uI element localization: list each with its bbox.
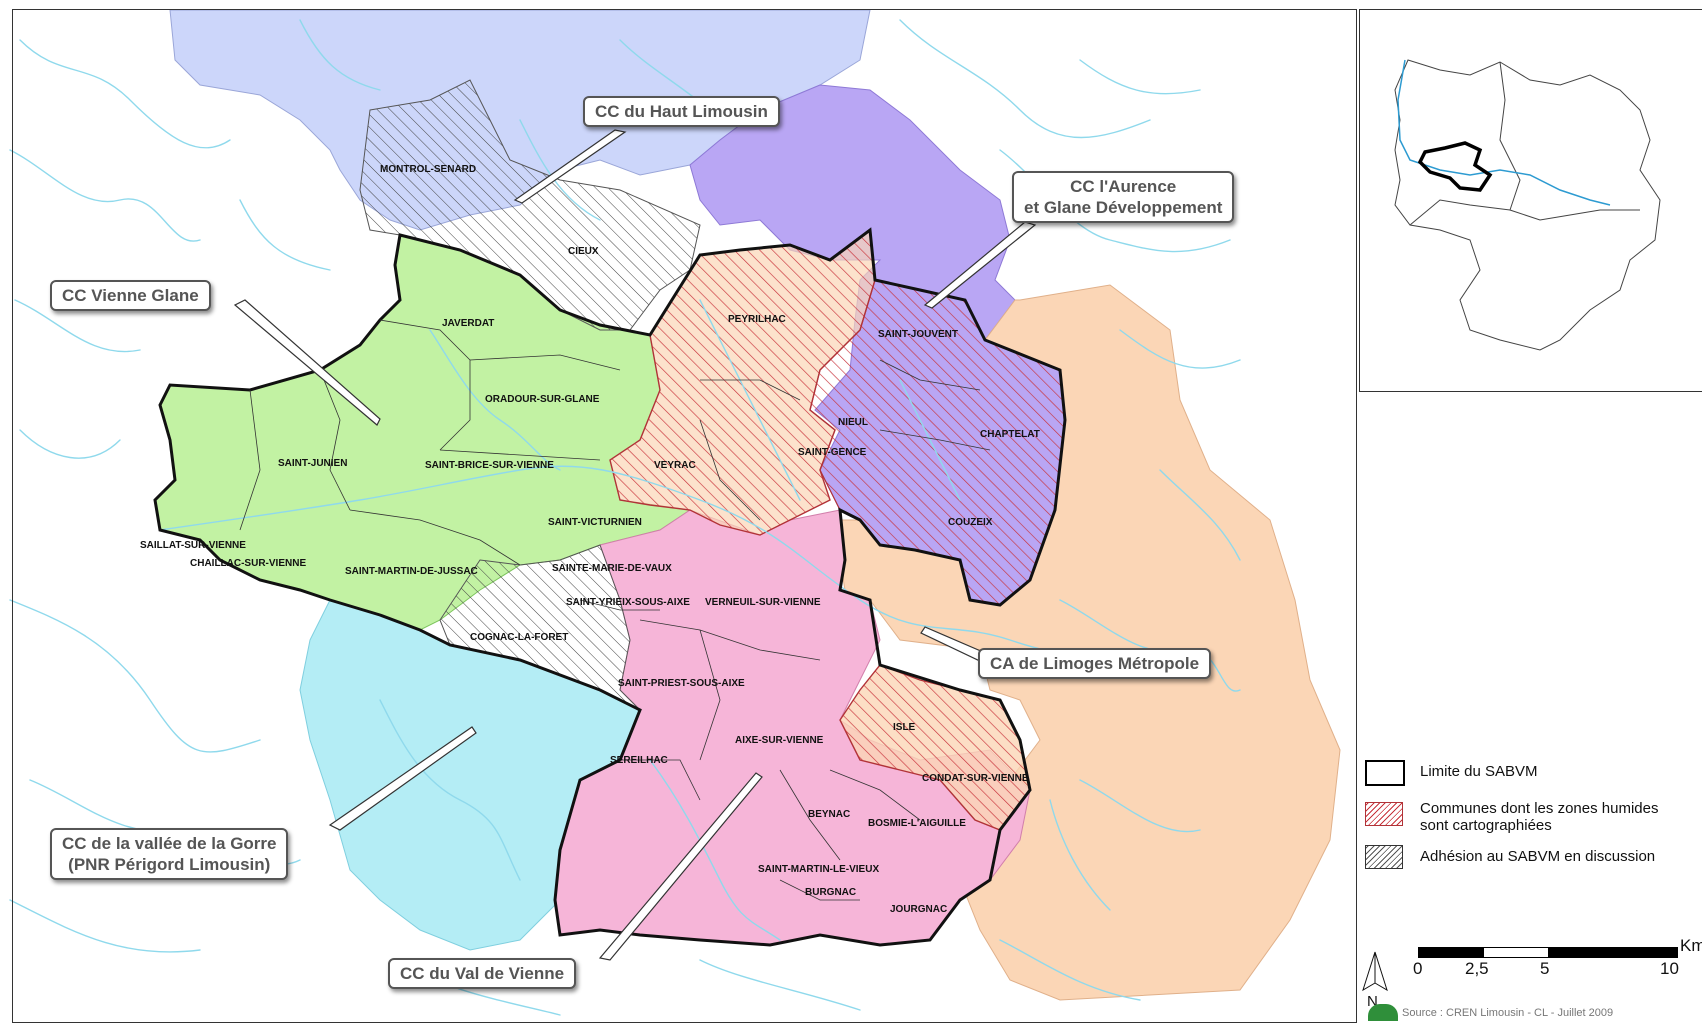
commune-label: CHAILLAC-SUR-VIENNE bbox=[190, 558, 306, 569]
commune-label: SAINT-MARTIN-LE-VIEUX bbox=[758, 864, 879, 875]
commune-label: SAINT-YRIEIX-SOUS-AIXE bbox=[566, 597, 690, 608]
commune-label: BOSMIE-L'AIGUILLE bbox=[868, 818, 966, 829]
credit-text: Source : CREN Limousin - CL - Juillet 20… bbox=[1402, 1007, 1614, 1019]
north-arrow bbox=[1362, 951, 1388, 992]
commune-label: SEREILHAC bbox=[610, 755, 668, 766]
commune-label: SAINT-MARTIN-DE-JUSSAC bbox=[345, 566, 478, 577]
callout-vienne-glane: CC Vienne Glane bbox=[50, 280, 211, 311]
scale-unit: Km bbox=[1680, 936, 1702, 955]
commune-label: VEYRAC bbox=[654, 460, 696, 471]
legend-label-discussion: Adhésion au SABVM en discussion bbox=[1420, 848, 1656, 865]
legend-label-boundary: Limite du SABVM bbox=[1420, 763, 1538, 780]
commune-label: PEYRILHAC bbox=[728, 314, 786, 325]
callout-val-vienne: CC du Val de Vienne bbox=[388, 958, 577, 989]
callout-gorre: CC de la vallée de la Gorre (PNR Périgor… bbox=[50, 828, 289, 880]
commune-label: COGNAC-LA-FORET bbox=[470, 632, 568, 643]
commune-label: CIEUX bbox=[568, 246, 599, 257]
commune-label: SAILLAT-SUR-VIENNE bbox=[140, 540, 246, 551]
north-label: N bbox=[1367, 993, 1378, 1010]
credit-logo bbox=[1368, 1004, 1398, 1021]
commune-label: NIEUL bbox=[838, 417, 868, 428]
commune-label: CHAPTELAT bbox=[980, 429, 1040, 440]
callout-limoges: CA de Limoges Métropole bbox=[978, 648, 1212, 679]
scale-tick-10: 10 bbox=[1660, 959, 1679, 978]
scale-tick-0: 0 bbox=[1413, 959, 1423, 978]
commune-label: BEYNAC bbox=[808, 809, 850, 820]
commune-label: JAVERDAT bbox=[442, 318, 494, 329]
scale-bar bbox=[1418, 947, 1678, 958]
commune-boundaries bbox=[239, 319, 991, 901]
legend-swatch-discussion bbox=[1365, 845, 1403, 869]
commune-label: ORADOUR-SUR-GLANE bbox=[485, 394, 600, 405]
callout-aurence: CC l'Aurence et Glane Développement bbox=[1012, 171, 1235, 223]
commune-label: SAINTE-MARIE-DE-VAUX bbox=[552, 563, 672, 574]
commune-label: SAINT-PRIEST-SOUS-AIXE bbox=[618, 678, 745, 689]
legend-label-mapped: Communes dont les zones humides sont car… bbox=[1420, 800, 1659, 834]
legend-swatch-mapped bbox=[1365, 802, 1403, 826]
commune-label: SAINT-JUNIEN bbox=[278, 458, 347, 469]
legend-swatch-boundary bbox=[1365, 760, 1405, 786]
commune-label: JOURGNAC bbox=[890, 904, 947, 915]
hatch-grey-north bbox=[359, 79, 701, 331]
inset-map bbox=[1394, 59, 1661, 351]
sabvm-boundary bbox=[153, 227, 1067, 947]
commune-label: MONTROL-SENARD bbox=[380, 164, 476, 175]
commune-label: VERNEUIL-SUR-VIENNE bbox=[705, 597, 821, 608]
scale-tick-2-5: 2,5 bbox=[1465, 959, 1489, 978]
commune-label: COUZEIX bbox=[948, 517, 993, 528]
scale-tick-5: 5 bbox=[1540, 959, 1550, 978]
commune-label: SAINT-BRICE-SUR-VIENNE bbox=[425, 460, 554, 471]
commune-label: BURGNAC bbox=[805, 887, 856, 898]
commune-label: AIXE-SUR-VIENNE bbox=[735, 735, 824, 746]
commune-label: SAINT-GENCE bbox=[798, 447, 867, 458]
callout-haut-limousin: CC du Haut Limousin bbox=[583, 96, 780, 127]
commune-label: ISLE bbox=[893, 722, 916, 733]
commune-label: SAINT-VICTURNIEN bbox=[548, 517, 642, 528]
callout-leaders bbox=[233, 129, 1037, 961]
commune-label: CONDAT-SUR-VIENNE bbox=[922, 773, 1029, 784]
commune-label: SAINT-JOUVENT bbox=[878, 329, 958, 340]
